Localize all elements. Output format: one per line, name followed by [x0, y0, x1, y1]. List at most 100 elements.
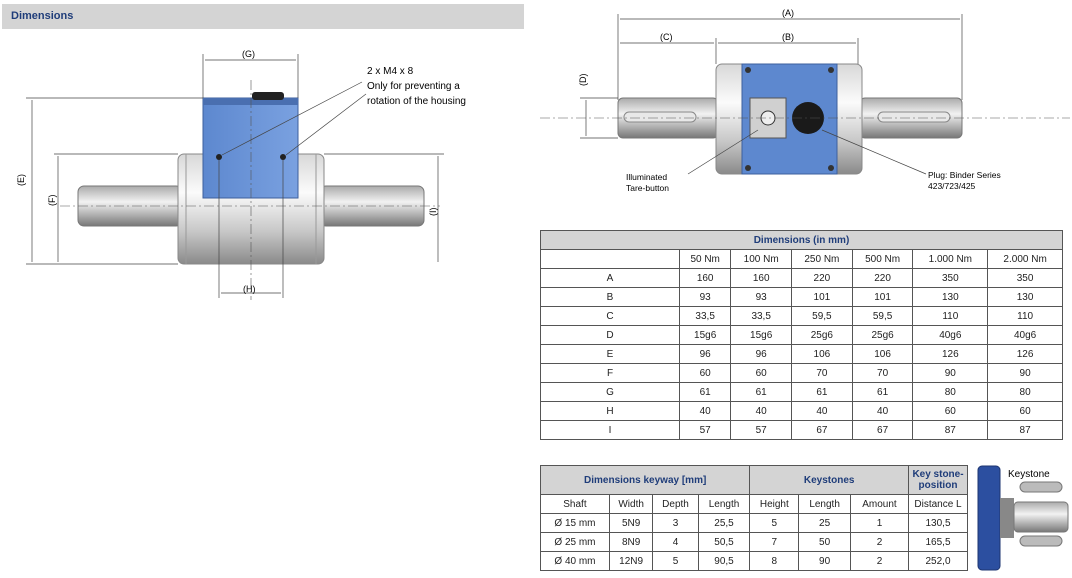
dimension-value: 101 [791, 287, 853, 307]
keyway-cell: 25,5 [697, 513, 751, 533]
dimensions-column-header [540, 249, 680, 269]
dimensions-column-header: 500 Nm [851, 249, 914, 269]
dimensions-column-header: 2.000 Nm [987, 249, 1063, 269]
dim-label-e: (E) [16, 174, 26, 186]
dimension-value: 350 [912, 268, 989, 288]
plug-connector [792, 102, 824, 134]
tare-label-2: Tare-button [626, 183, 669, 193]
dimension-key: B [540, 287, 680, 307]
keyway-column-header: Distance L [908, 494, 968, 514]
keyway-cell: 5 [749, 513, 800, 533]
keyway-group-title: Dimensions keyway [mm] [539, 465, 751, 495]
dimension-value: 110 [987, 306, 1063, 326]
dimension-value: 40g6 [987, 325, 1063, 345]
dimensions-column-header: 100 Nm [730, 249, 793, 269]
keystone-illustration: Keystone [977, 465, 1069, 571]
dimension-value: 60 [678, 363, 732, 383]
keyway-cell: 90 [798, 551, 851, 571]
tare-label-1: Illuminated [626, 172, 667, 182]
top-view-drawing: (A) (C) (B) (D) Illuminated Tare-button … [540, 8, 1070, 193]
keyway-table: Dimensions keyway [mm] Keystones Key sto… [539, 465, 968, 571]
keyway-column-header: Depth [652, 494, 699, 514]
dimension-value: 130 [912, 287, 989, 307]
keyway-cell: 12N9 [608, 551, 654, 571]
dimension-value: 60 [912, 401, 989, 421]
dimension-value: 57 [678, 420, 732, 440]
dimension-value: 93 [678, 287, 732, 307]
dimension-value: 40 [730, 401, 793, 421]
section-title: Dimensions [11, 10, 74, 22]
keyway-cell: 4 [652, 532, 699, 552]
dimension-key: I [540, 420, 680, 440]
dimension-value: 40g6 [912, 325, 989, 345]
dim-label-i: (I) [428, 208, 438, 217]
dimension-value: 70 [791, 363, 853, 383]
dim-label-c: (C) [660, 32, 673, 42]
dimension-key: E [540, 344, 680, 364]
side-view-drawing: (G) (H) (E) (F) (I) 2 x M4 x 8 Only for … [16, 49, 466, 300]
dimension-value: 67 [851, 420, 914, 440]
dimension-value: 90 [912, 363, 989, 383]
keyway-cell: 165,5 [908, 532, 968, 552]
dimension-key: D [540, 325, 680, 345]
dimension-value: 59,5 [791, 306, 853, 326]
keyway-column-header: Length [697, 494, 751, 514]
dimension-value: 61 [851, 382, 914, 402]
dimensions-column-header: 1.000 Nm [912, 249, 989, 269]
dimension-value: 60 [730, 363, 793, 383]
note-line-2: Only for preventing a [367, 81, 460, 92]
plug-label-2: 423/723/425 [928, 181, 976, 191]
dim-label-g: (G) [242, 49, 255, 59]
dimension-value: 33,5 [678, 306, 732, 326]
dimension-value: 61 [791, 382, 853, 402]
keystone-label: Keystone [1008, 469, 1050, 480]
dimensions-column-header: 50 Nm [678, 249, 732, 269]
dimensions-table-title: Dimensions (in mm) [540, 230, 1063, 250]
dimension-value: 67 [791, 420, 853, 440]
dimension-value: 25g6 [791, 325, 853, 345]
dimension-value: 80 [912, 382, 989, 402]
keyway-cell: 50,5 [697, 532, 751, 552]
dimension-value: 110 [912, 306, 989, 326]
left-shaft [77, 185, 183, 227]
keyway-cell: 7 [749, 532, 800, 552]
dimension-value: 15g6 [678, 325, 732, 345]
dimension-value: 61 [678, 382, 732, 402]
keyway-cell: 2 [849, 551, 910, 571]
keyway-column-header: Height [749, 494, 800, 514]
keyway-cell: Ø 25 mm [540, 532, 610, 552]
dimension-value: 87 [912, 420, 989, 440]
dimension-value: 40 [791, 401, 853, 421]
keyway-cell: 8N9 [608, 532, 654, 552]
keyway-cell: 130,5 [908, 513, 968, 533]
dim-label-a: (A) [782, 8, 794, 18]
keyway-cell: 5 [652, 551, 699, 571]
keyway-column-header: Amount [849, 494, 910, 514]
dimension-value: 220 [851, 268, 914, 288]
keyway-cell: 1 [849, 513, 910, 533]
dimension-value: 90 [987, 363, 1063, 383]
dimension-value: 93 [730, 287, 793, 307]
dimension-key: C [540, 306, 680, 326]
keyway-cell: Ø 40 mm [540, 551, 610, 571]
dimension-key: G [540, 382, 680, 402]
dimension-value: 130 [987, 287, 1063, 307]
dimension-value: 57 [730, 420, 793, 440]
plug-label-1: Plug: Binder Series [928, 170, 1001, 180]
dimension-value: 160 [678, 268, 732, 288]
dimension-value: 61 [730, 382, 793, 402]
keyway-column-header: Shaft [540, 494, 610, 514]
dimension-value: 126 [912, 344, 989, 364]
section-header: Dimensions [2, 4, 524, 29]
dimension-value: 96 [678, 344, 732, 364]
dimension-value: 33,5 [730, 306, 793, 326]
housing-box [202, 97, 299, 199]
keyway-cell: 50 [798, 532, 851, 552]
keyway-column-header: Width [608, 494, 654, 514]
dimension-value: 40 [678, 401, 732, 421]
dimension-value: 126 [987, 344, 1063, 364]
